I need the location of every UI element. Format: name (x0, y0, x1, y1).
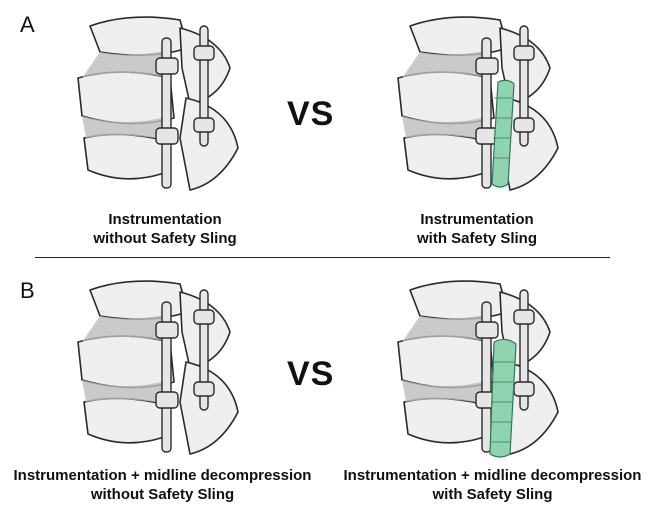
caption-a-right: Instrumentation with Safety Sling (372, 210, 582, 248)
panel-divider (35, 257, 610, 258)
panel-a-label: A (20, 12, 35, 38)
versus-label-b: VS (287, 355, 334, 394)
caption-b-right-line2: with Safety Sling (330, 485, 655, 504)
caption-b-right-line1: Instrumentation + midline decompression (330, 466, 655, 485)
caption-b-right: Instrumentation + midline decompression … (330, 466, 655, 504)
caption-a-right-line2: with Safety Sling (372, 229, 582, 248)
caption-a-left-line2: without Safety Sling (60, 229, 270, 248)
caption-b-left: Instrumentation + midline decompression … (0, 466, 325, 504)
caption-a-right-line1: Instrumentation (372, 210, 582, 229)
spine-model-instrumented (70, 8, 260, 198)
panel-b-label: B (20, 278, 35, 304)
spine-model-decompression-with-sling (390, 272, 580, 462)
caption-b-left-line1: Instrumentation + midline decompression (0, 466, 325, 485)
caption-a-left: Instrumentation without Safety Sling (60, 210, 270, 248)
caption-a-left-line1: Instrumentation (60, 210, 270, 229)
versus-label-a: VS (287, 95, 334, 134)
caption-b-left-line2: without Safety Sling (0, 485, 325, 504)
spine-model-instrumented-with-sling (390, 8, 580, 198)
spine-model-decompression (70, 272, 260, 462)
